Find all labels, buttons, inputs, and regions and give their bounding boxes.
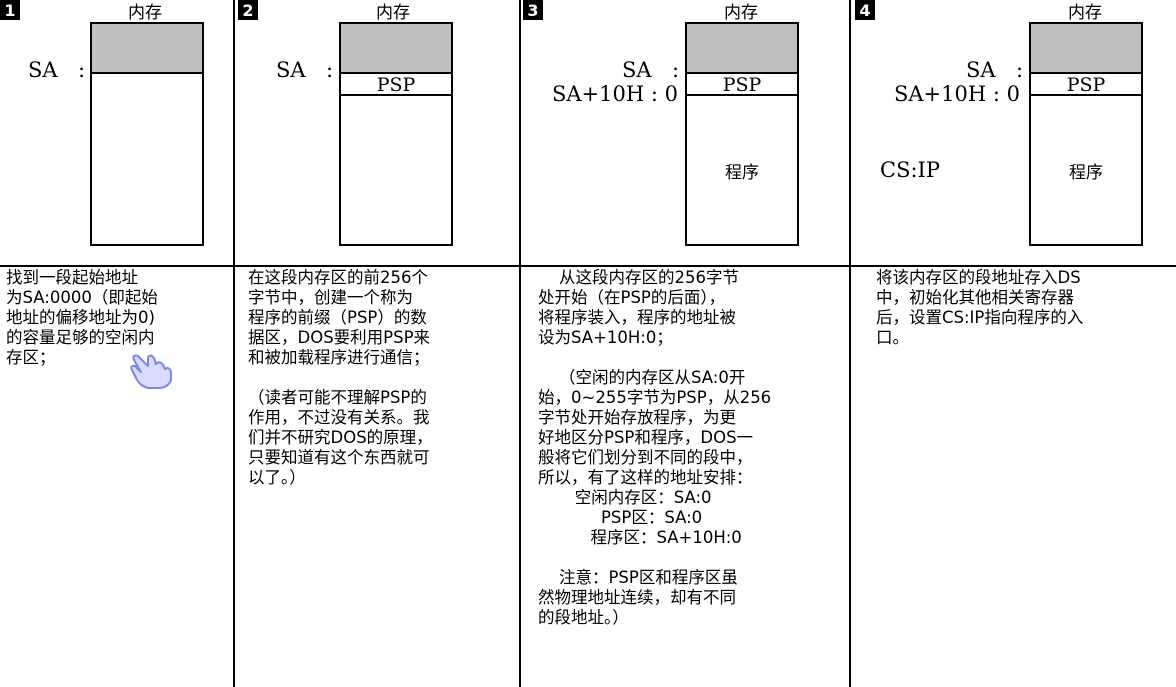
step-badge: 1 — [0, 0, 20, 20]
sa-plus-10h-label: SA+10H : 0 — [894, 82, 1020, 106]
psp-region: PSP — [1031, 74, 1141, 96]
memory-block: PSP 程序 — [1029, 22, 1143, 246]
sa-label: SA — [28, 58, 58, 82]
sa-colon: : — [78, 58, 86, 82]
step-description: 从这段内存区的256字节 处开始（在PSP的后面）， 将程序装入，程序的地址被 … — [538, 268, 772, 627]
column-divider-2 — [519, 0, 521, 687]
column-divider-1 — [233, 0, 235, 687]
memory-block: PSP 程序 — [685, 22, 799, 246]
step-description: 在这段内存区的前256个 字节中，创建一个称为 程序的前缀（PSP）的数 据区，… — [248, 268, 433, 487]
memory-title: 内存 — [376, 3, 410, 23]
memory-block — [90, 22, 204, 246]
memory-block: PSP — [339, 22, 453, 246]
step-description: 将该内存区的段地址存入DS 中，初始化其他相关寄存器 后，设置CS:IP指向程序… — [876, 268, 1084, 347]
hand-pointer-icon — [130, 354, 172, 389]
header-divider — [0, 265, 1176, 267]
occupied-memory — [687, 24, 797, 74]
step-badge: 2 — [238, 0, 258, 20]
occupied-memory — [341, 24, 451, 74]
memory-title: 内存 — [724, 3, 758, 23]
memory-title: 内存 — [1068, 3, 1102, 23]
psp-region: PSP — [687, 74, 797, 96]
step-badge: 3 — [523, 0, 543, 20]
column-divider-3 — [849, 0, 851, 687]
sa-label: SA — [276, 58, 306, 82]
sa-colon: : — [672, 58, 680, 82]
sa-colon: : — [1016, 58, 1024, 82]
sa-label: SA — [622, 58, 652, 82]
program-region: 程序 — [1069, 163, 1103, 183]
psp-region: PSP — [341, 74, 451, 96]
sa-label: SA — [966, 58, 996, 82]
program-region: 程序 — [725, 163, 759, 183]
memory-title: 内存 — [128, 3, 162, 23]
cs-ip-label: CS:IP — [880, 158, 940, 182]
occupied-memory — [92, 24, 202, 74]
step-description: 找到一段起始地址 为SA:0000（即起始 地址的偏移地址为0) 的容量足够的空… — [6, 268, 158, 367]
occupied-memory — [1031, 24, 1141, 74]
sa-colon: : — [326, 58, 334, 82]
step-badge: 4 — [855, 0, 875, 20]
sa-plus-10h-label: SA+10H : 0 — [552, 82, 678, 106]
